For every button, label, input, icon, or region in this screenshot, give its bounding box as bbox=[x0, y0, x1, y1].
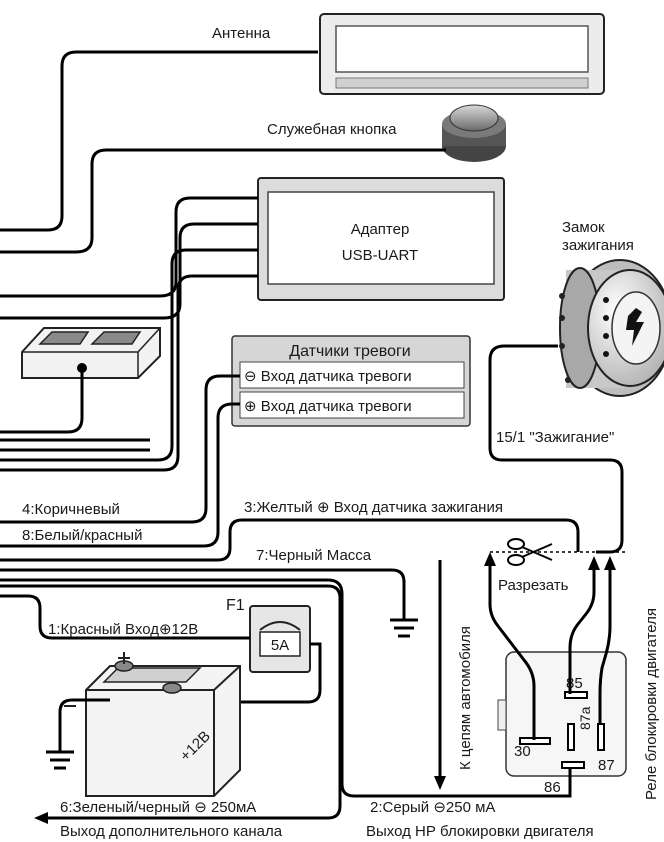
wire-1-red bbox=[0, 594, 250, 640]
to-car-circuits-label: К цепям автомобиля bbox=[457, 626, 474, 770]
wire-3-yellow bbox=[0, 518, 580, 562]
fuse-to-battery-wire bbox=[178, 642, 322, 704]
battery-icon bbox=[64, 652, 241, 797]
wire-2-description: Выход НР блокировки двигателя bbox=[366, 823, 594, 840]
relay-87: 87 bbox=[598, 757, 615, 774]
wire-8-label: 8:Белый/красный bbox=[22, 527, 142, 544]
service-button-label: Служебная кнопка bbox=[267, 121, 397, 138]
adapter-title-line1: Адаптер bbox=[351, 221, 410, 238]
battery-ground-icon bbox=[46, 750, 74, 770]
engine-block-relay bbox=[497, 651, 627, 777]
relay-30: 30 bbox=[514, 743, 531, 760]
fuse-value: 5A bbox=[271, 637, 289, 654]
fuse-name: F1 bbox=[226, 597, 245, 614]
adapter-wires bbox=[0, 196, 258, 472]
arrow-to-car bbox=[434, 776, 446, 790]
ignition-lock-label-line2: зажигания bbox=[562, 237, 634, 254]
wire-6-green-black bbox=[0, 584, 342, 820]
wire-1-label: 1:Красный Вход⊕12В bbox=[48, 621, 198, 638]
ignition-wire bbox=[488, 344, 624, 554]
wire-6-description: Выход дополнительного канала bbox=[60, 823, 283, 840]
ignition-lock-icon bbox=[559, 259, 664, 397]
adapter-title-line2: USB-UART bbox=[342, 247, 418, 264]
battery-ground-wire bbox=[58, 698, 110, 752]
relay-87a: 87a bbox=[577, 706, 593, 730]
key-fob-wire bbox=[0, 368, 84, 434]
scissors-icon bbox=[507, 538, 553, 566]
arrow-wire-6 bbox=[34, 812, 48, 824]
alarm-sensors-title: Датчики тревоги bbox=[289, 343, 410, 360]
sensor-plus-input: ⊕ Вход датчика тревоги bbox=[244, 398, 412, 415]
bundle-wires-extra bbox=[0, 438, 150, 452]
key-fob-icon bbox=[21, 327, 161, 379]
service-button-wire bbox=[0, 148, 446, 254]
service-button-icon bbox=[442, 104, 506, 162]
cut-label: Разрезать bbox=[498, 577, 569, 594]
wire-7-black bbox=[0, 568, 406, 620]
wire-7-label: 7:Черный Масса bbox=[256, 547, 372, 564]
relay-block-label: Реле блокировки двигателя bbox=[643, 608, 660, 800]
wire-3-label: 3:Желтый ⊕ Вход датчика зажигания bbox=[244, 499, 503, 516]
wire-4-label: 4:Коричневый bbox=[22, 501, 120, 518]
antenna-wire bbox=[0, 50, 318, 232]
fuse-icon bbox=[249, 605, 311, 673]
ignition-15-1-label: 15/1 "Зажигание" bbox=[496, 429, 614, 446]
relay-wires bbox=[0, 560, 612, 798]
wire-2-label: 2:Серый ⊖250 мА bbox=[370, 799, 495, 816]
antenna-label: Антенна bbox=[212, 25, 271, 42]
arrow-up-3 bbox=[604, 556, 616, 570]
sensor-minus-input: ⊖ Вход датчика тревоги bbox=[244, 368, 412, 385]
alarm-sensors-block bbox=[231, 335, 471, 427]
ignition-lock-label-line1: Замок bbox=[562, 219, 605, 236]
sensor-wires bbox=[0, 374, 240, 548]
arrow-up-1 bbox=[484, 552, 496, 566]
wire-6-label: 6:Зеленый/черный ⊖ 250мА bbox=[60, 799, 256, 816]
adapter-usb-uart bbox=[257, 177, 505, 301]
arrow-up-2 bbox=[588, 556, 600, 570]
ground-icon bbox=[390, 618, 418, 638]
relay-86: 86 bbox=[544, 779, 561, 796]
antenna bbox=[319, 13, 605, 95]
